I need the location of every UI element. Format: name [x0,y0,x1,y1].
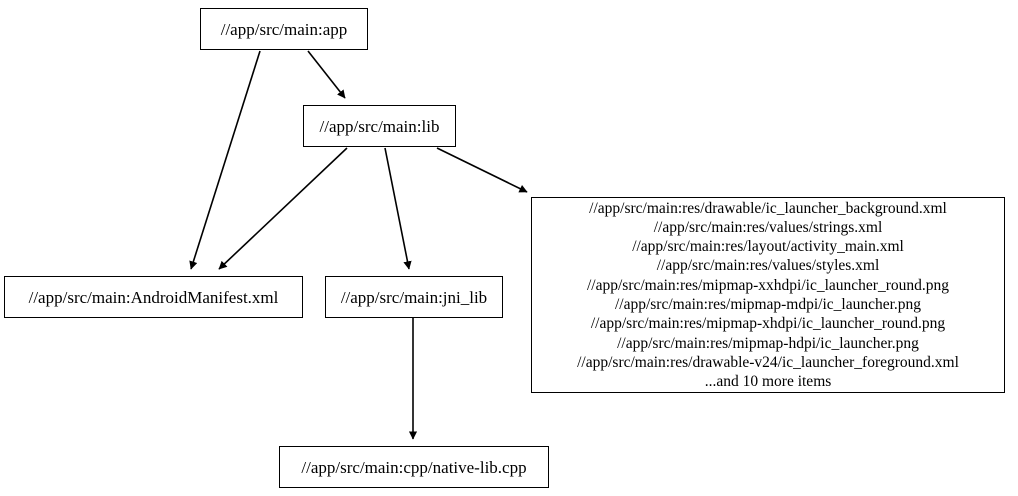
node-lib-label: //app/src/main:lib [319,116,440,136]
node-res-bundle[interactable]: //app/src/main:res/drawable/ic_launcher_… [531,197,1005,393]
edge-lib-to-res-bundle [436,147,528,193]
edge-app-to-lib [307,50,346,99]
node-jni-lib[interactable]: //app/src/main:jni_lib [325,276,503,318]
edge-lib-to-jni-lib [384,147,412,270]
node-app[interactable]: //app/src/main:app [200,8,368,50]
edge-lib-to-androidmanifest [218,147,348,270]
node-native-lib-cpp-label: //app/src/main:cpp/native-lib.cpp [301,457,527,477]
node-lib[interactable]: //app/src/main:lib [303,105,456,147]
node-native-lib-cpp[interactable]: //app/src/main:cpp/native-lib.cpp [279,446,549,488]
node-app-label: //app/src/main:app [220,19,348,39]
node-res-bundle-label: //app/src/main:res/drawable/ic_launcher_… [577,199,959,391]
node-jni-lib-label: //app/src/main:jni_lib [340,287,488,307]
node-androidmanifest-xml[interactable]: //app/src/main:AndroidManifest.xml [4,276,303,318]
edge-app-to-androidmanifest [189,50,261,270]
node-androidmanifest-xml-label: //app/src/main:AndroidManifest.xml [28,287,279,307]
